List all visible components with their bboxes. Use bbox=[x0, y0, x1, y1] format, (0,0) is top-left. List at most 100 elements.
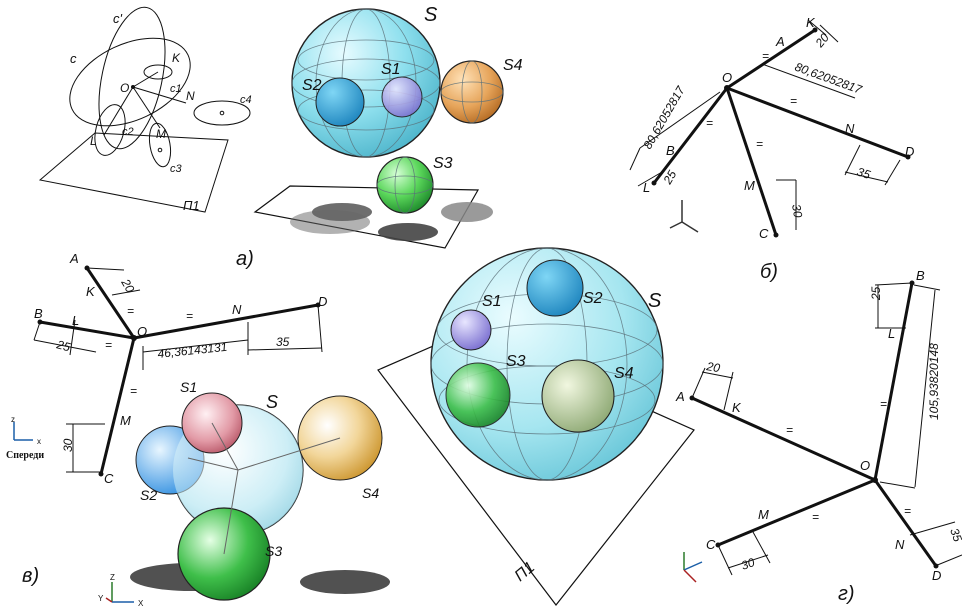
sketch-label-c2: c2 bbox=[122, 126, 134, 138]
eq-mark-v2: = bbox=[105, 338, 112, 352]
point-label-m-v: M bbox=[120, 413, 131, 428]
sketch-label-p1: П1 bbox=[183, 198, 200, 213]
point-label-c-g: C bbox=[706, 537, 716, 552]
point-label-k-b: K bbox=[806, 15, 816, 30]
point-label-l-v: L bbox=[72, 313, 79, 328]
eq-mark-g4: = bbox=[904, 504, 911, 518]
sketch-label-o: O bbox=[120, 81, 129, 95]
caption-v: в) bbox=[22, 565, 39, 587]
circle-c4 bbox=[193, 100, 251, 126]
axis-triad-front bbox=[13, 422, 33, 441]
eq-mark-g1: = bbox=[880, 397, 887, 411]
point-label-o-g: O bbox=[860, 458, 870, 473]
axis-triad-v bbox=[105, 582, 134, 603]
caption-b: б) bbox=[760, 261, 778, 283]
panel-v-spheres: S1 S S2 S4 S3 Z Y X в) bbox=[22, 379, 390, 608]
axis-label-x-v: X bbox=[138, 599, 144, 608]
axis-label-z-v: Z bbox=[110, 573, 115, 582]
panel-a-sketch: c' c K O c1 N c4 L c2 M c3 П1 bbox=[38, 6, 252, 213]
point-label-k-g: K bbox=[732, 400, 742, 415]
dim-30-b: 30 bbox=[789, 203, 805, 219]
point-label-n-b: N bbox=[845, 121, 855, 136]
point-label-b-g: B bbox=[916, 268, 925, 283]
sphere-label-s4-v: S4 bbox=[362, 485, 379, 501]
point-label-m-g: M bbox=[758, 507, 769, 522]
point-label-d-g: D bbox=[932, 568, 941, 583]
sphere-label-s: S bbox=[424, 4, 438, 26]
sketch-label-c4: c4 bbox=[240, 94, 252, 106]
sketch-label-m: M bbox=[156, 127, 166, 141]
sphere-label-s2-v: S2 bbox=[140, 487, 157, 503]
sketch-label-l: L bbox=[90, 134, 97, 148]
point-label-o-v: O bbox=[137, 324, 147, 339]
circle-c3 bbox=[148, 122, 172, 168]
sphere-label-s1-center: S1 bbox=[482, 293, 502, 310]
sphere-label-s4: S4 bbox=[503, 57, 523, 74]
point-label-n-g: N bbox=[895, 537, 905, 552]
axis-label-y-v: Y bbox=[98, 594, 104, 603]
point-label-c-b: C bbox=[759, 226, 769, 241]
dim-ol-b: 80,62052817 bbox=[640, 83, 688, 152]
point-label-a-b: A bbox=[775, 34, 785, 49]
sphere-label-s-v: S bbox=[266, 392, 278, 412]
sphere-label-s2-center: S2 bbox=[583, 290, 603, 307]
circle-c1 bbox=[143, 64, 173, 80]
axis-triad-g bbox=[683, 552, 703, 583]
point-label-a-g: A bbox=[675, 389, 685, 404]
sphere-label-s3-center: S3 bbox=[506, 353, 526, 370]
eq-mark-b3: = bbox=[706, 116, 713, 130]
axis-label-x-front: x bbox=[37, 437, 41, 446]
caption-g: г) bbox=[838, 583, 855, 605]
eq-mark-b4: = bbox=[756, 137, 763, 151]
point-label-b-v: B bbox=[34, 306, 43, 321]
point-label-c-v: C bbox=[104, 471, 114, 486]
sketch-label-c3: c3 bbox=[170, 163, 183, 175]
point-label-d-b: D bbox=[905, 144, 914, 159]
point-label-n-v: N bbox=[232, 302, 242, 317]
axis-label-z-front: z bbox=[11, 415, 15, 424]
sphere-label-s4-center: S4 bbox=[614, 365, 634, 382]
dim-30-g: 30 bbox=[739, 555, 757, 573]
sphere-label-s2: S2 bbox=[302, 77, 322, 94]
sphere-s2-center bbox=[526, 259, 584, 317]
dim-25-v: 25 bbox=[54, 337, 72, 354]
sphere-label-s1-v: S1 bbox=[180, 379, 197, 395]
dim-20-g: 20 bbox=[704, 359, 721, 375]
dim-20-v: 20 bbox=[118, 276, 137, 296]
sphere-s4-center bbox=[541, 359, 615, 433]
panel-b-scheme: K A O N D B L M C 20 80,62052817 80,6205… bbox=[629, 15, 914, 283]
dim-105-g: 105,93820148 bbox=[927, 343, 941, 420]
sketch-label-n: N bbox=[186, 89, 195, 103]
sphere-s1-a bbox=[381, 76, 423, 118]
sketch-label-c1: c1 bbox=[170, 83, 182, 95]
sphere-label-s3: S3 bbox=[433, 155, 453, 172]
sphere-label-s-center: S bbox=[648, 290, 662, 312]
axis-triad-b bbox=[669, 200, 699, 233]
dim-35-g: 35 bbox=[947, 526, 962, 544]
view-label-front: Спереди bbox=[6, 450, 44, 461]
point-label-a-v: A bbox=[69, 251, 79, 266]
dim-25-g: 25 bbox=[869, 286, 883, 301]
dim-30-v: 30 bbox=[61, 438, 75, 452]
point-label-m-b: M bbox=[744, 178, 755, 193]
eq-mark-g3: = bbox=[812, 510, 819, 524]
eq-mark-v4: = bbox=[130, 384, 137, 398]
point-label-o-b: O bbox=[722, 70, 732, 85]
plane-p1-sketch bbox=[38, 132, 229, 213]
dim-35-v: 35 bbox=[276, 335, 290, 349]
point-label-l-b: L bbox=[643, 180, 650, 195]
eq-mark-v3: = bbox=[186, 309, 193, 323]
sphere-label-s3-v: S3 bbox=[265, 543, 282, 559]
sphere-s2-a bbox=[315, 77, 365, 127]
sphere-s1-center bbox=[450, 309, 492, 351]
sphere-s4-a bbox=[440, 60, 504, 124]
sphere-label-s1: S1 bbox=[381, 61, 401, 78]
dim-on-b: 80,62052817 bbox=[793, 60, 865, 98]
dim-35-b: 35 bbox=[855, 165, 872, 183]
circle-c2 bbox=[94, 104, 126, 156]
eq-mark-b2: = bbox=[790, 94, 797, 108]
caption-a: а) bbox=[236, 248, 254, 270]
eq-mark-g2: = bbox=[786, 423, 793, 437]
